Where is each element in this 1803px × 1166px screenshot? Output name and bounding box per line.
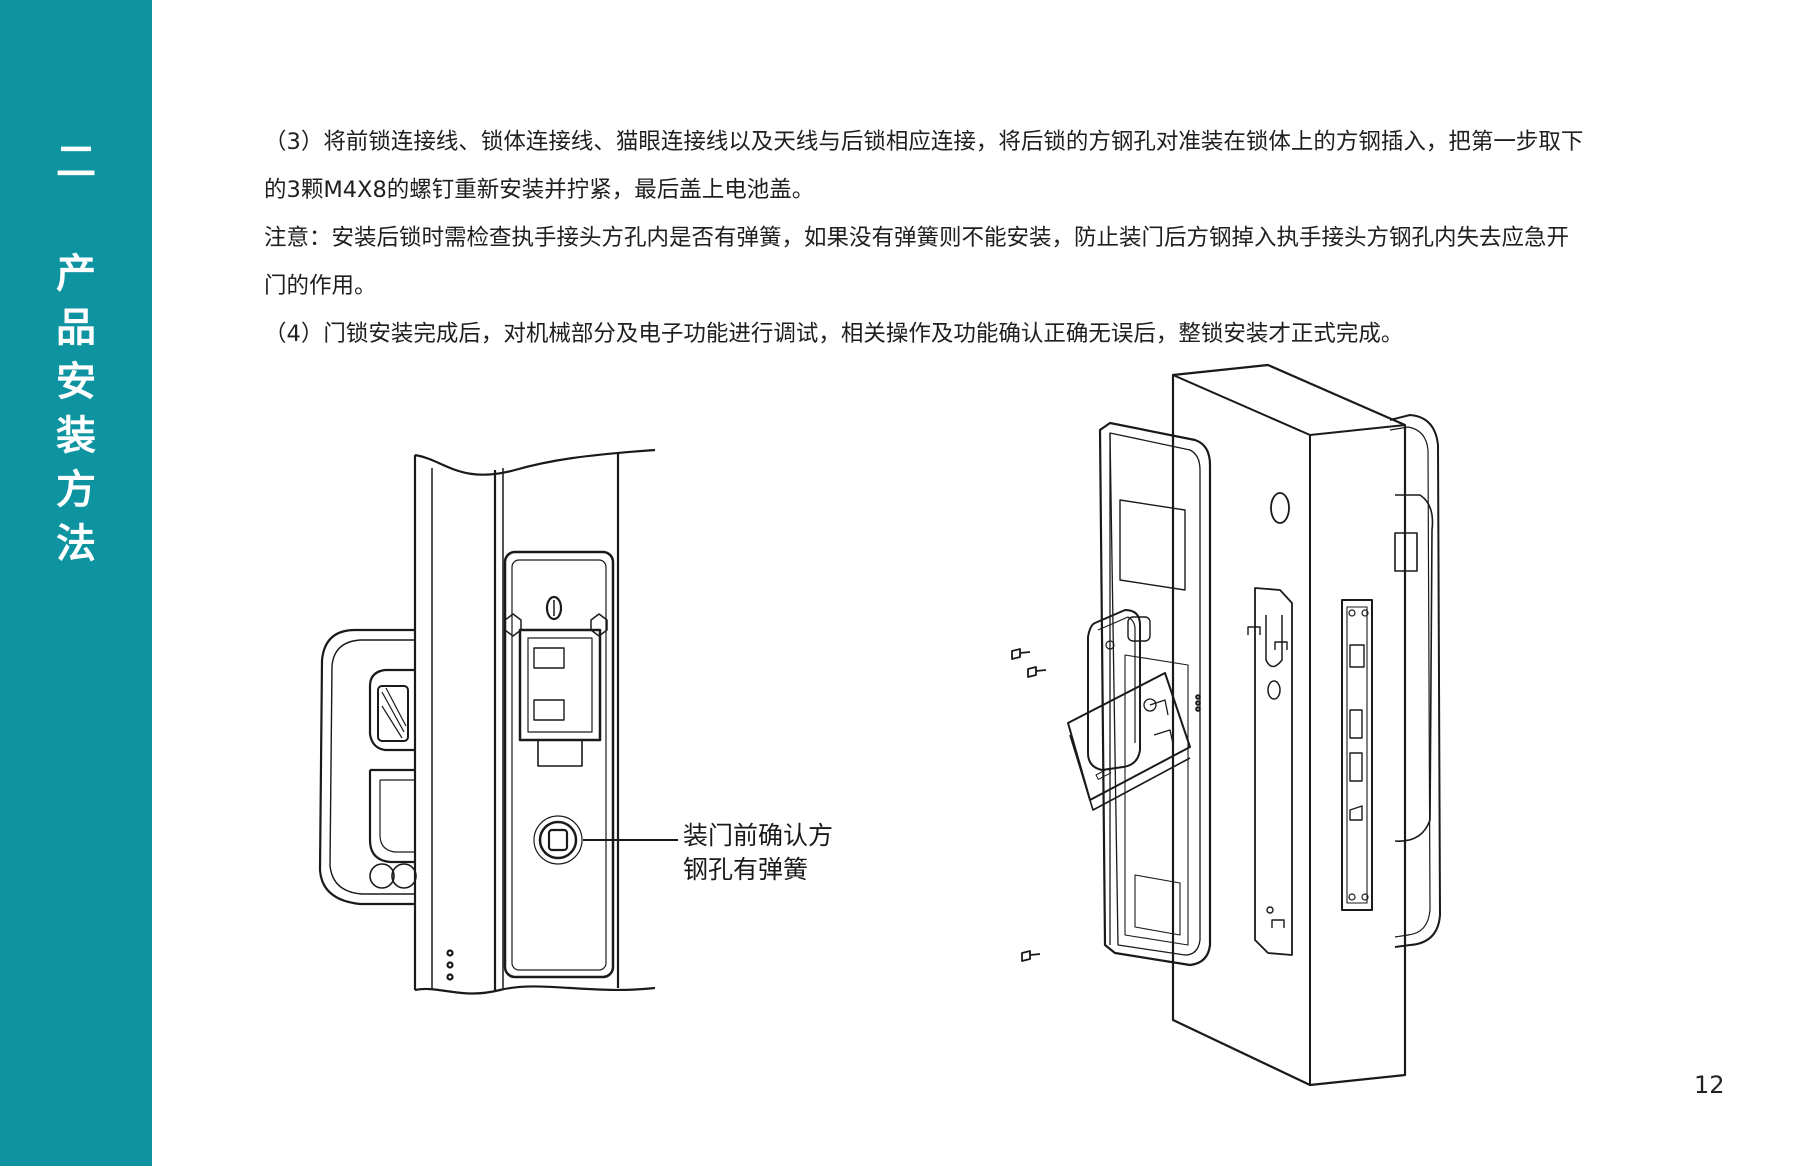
note-line1: 注意：安装后锁时需检查执手接头方孔内是否有弹簧，如果没有弹簧则不能安装，防止装门… bbox=[264, 225, 1570, 251]
step3-line2: 的3颗M4X8的螺钉重新安装并拧紧，最后盖上电池盖。 bbox=[264, 177, 815, 203]
chapter-title-char: 产 bbox=[56, 251, 96, 297]
step3-line1: （3）将前锁连接线、锁体连接线、猫眼连接线以及天线与后锁相应连接，将后锁的方钢孔… bbox=[264, 129, 1584, 155]
figure-lock-assembly bbox=[990, 355, 1490, 1090]
chapter-title-char: 方 bbox=[56, 467, 96, 513]
note-line2: 门的作用。 bbox=[264, 273, 377, 299]
chapter-number: 二 bbox=[56, 139, 96, 185]
instructions-text: （3）将前锁连接线、锁体连接线、猫眼连接线以及天线与后锁相应连接，将后锁的方钢孔… bbox=[264, 118, 1674, 358]
callout-line2: 钢孔有弹簧 bbox=[683, 855, 809, 884]
chapter-heading: 二 产 品 安 装 方 法 bbox=[0, 135, 152, 571]
step4-text: （4）门锁安装完成后，对机械部分及电子功能进行调试，相关操作及功能确认正确无误后… bbox=[264, 321, 1404, 347]
chapter-title-char: 装 bbox=[56, 413, 96, 459]
callout-line1: 装门前确认方 bbox=[683, 821, 834, 850]
chapter-title-char: 安 bbox=[56, 359, 96, 405]
page-number: 12 bbox=[1694, 1071, 1725, 1099]
chapter-title-char: 品 bbox=[56, 305, 96, 351]
spring-check-callout: 装门前确认方 钢孔有弹簧 bbox=[683, 819, 833, 887]
figure-spring-check bbox=[300, 430, 700, 1010]
chapter-title-char: 法 bbox=[56, 521, 96, 567]
sidebar: 二 产 品 安 装 方 法 bbox=[0, 0, 152, 1166]
